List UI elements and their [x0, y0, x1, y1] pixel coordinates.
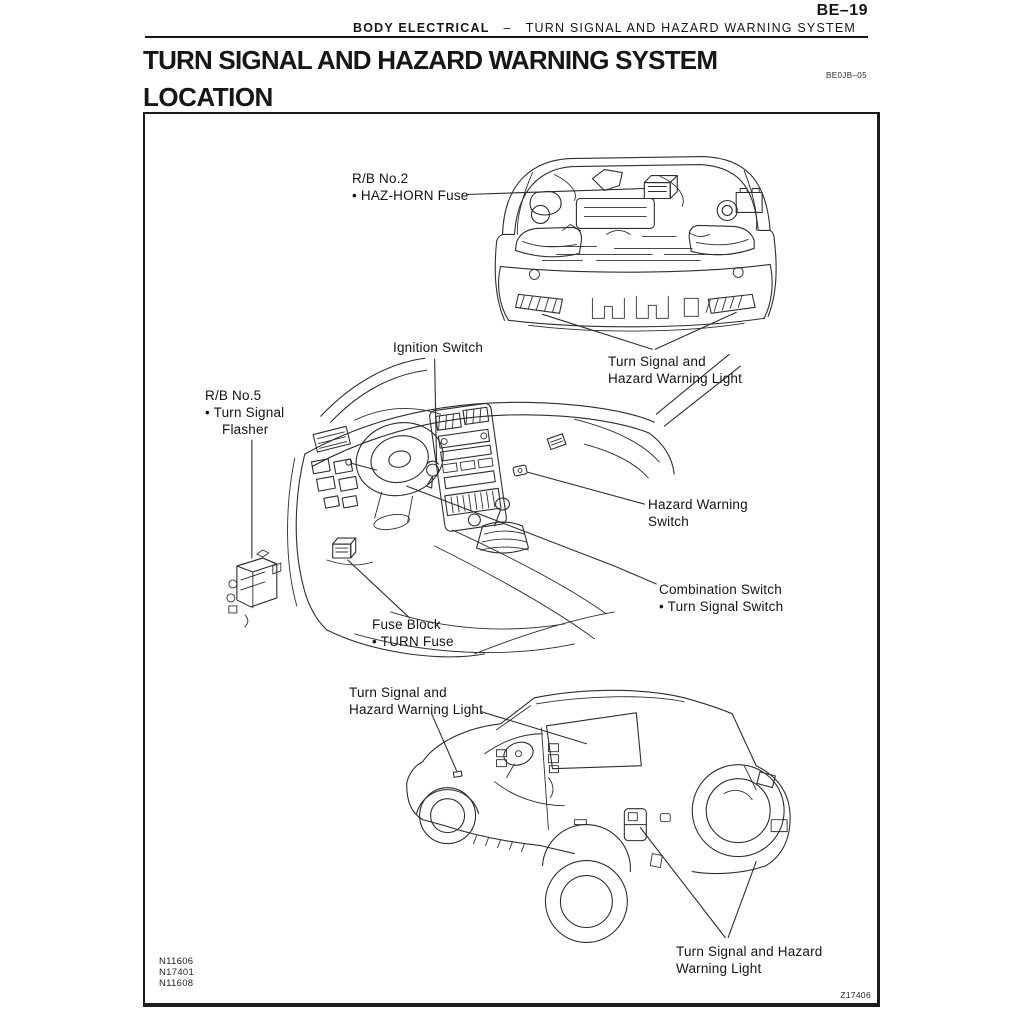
figure-number-2: N17401 [159, 967, 195, 978]
callout-front-turn-signal-light: Turn Signal and Hazard Warning Light [608, 353, 742, 387]
callout-rb-no2: R/B No.2 • HAZ-HORN Fuse [352, 170, 468, 204]
header-rule [145, 36, 868, 38]
side-marker-lamp [452, 770, 463, 778]
passenger-side-vent [546, 433, 567, 451]
leader-fuse-block [347, 559, 411, 619]
callout-rear-light-line2: Warning Light [676, 961, 762, 976]
leader-front-light-left [541, 313, 653, 350]
running-header-section: BODY ELECTRICAL [353, 21, 490, 35]
figure-number-3: N11608 [159, 978, 194, 989]
leader-rear-light-spare [727, 861, 757, 939]
callout-rb-no5-line3: Flasher [222, 422, 269, 437]
callout-fuse-block-line2: • TURN Fuse [372, 634, 454, 649]
leader-lines [251, 187, 757, 939]
cutaway-interior [484, 733, 565, 807]
fuse-block-detail [326, 537, 374, 566]
leader-hazard-switch [526, 471, 645, 505]
hazard-switch-detail [512, 464, 528, 477]
front-turn-signal-lamps [514, 293, 756, 314]
callout-fuse-block-line1: Fuse Block [372, 617, 441, 632]
plate-code: Z17406 [840, 990, 871, 1000]
leader-ignition-switch [434, 358, 438, 465]
leader-front-light-right [654, 311, 737, 350]
callout-ignition-switch-line1: Ignition Switch [393, 340, 484, 355]
leader-combination-switch [406, 485, 657, 585]
page-number: BE–19 [816, 2, 868, 19]
callout-combination-switch-line2: • Turn Signal Switch [659, 599, 784, 614]
callout-rb-no2-line1: R/B No.2 [352, 171, 409, 186]
callout-front-light-line1: Turn Signal and [608, 354, 706, 369]
leader-side-light-marker [431, 713, 458, 772]
driver-side-vent [312, 425, 351, 453]
callout-rb-no5-line1: R/B No.5 [205, 388, 262, 403]
combination-switch-stalk [350, 462, 378, 471]
location-diagram-frame: R/B No.2 • HAZ-HORN Fuse Turn Signal and… [143, 112, 880, 1007]
engine-bay-detail [529, 168, 763, 261]
callout-rb-no5-line2: • Turn Signal [205, 405, 285, 420]
full-vehicle-illustration [406, 689, 791, 944]
callout-rear-light-line1: Turn Signal and Hazard [676, 944, 823, 959]
figure-numbers: N11606 N17401 N11608 [159, 956, 194, 989]
callout-side-light-line1: Turn Signal and [349, 685, 447, 700]
location-diagram-artwork [226, 155, 791, 944]
callout-hazard-warning-switch: Hazard Warning Switch [648, 496, 748, 530]
car-front-illustration [494, 155, 777, 332]
callout-combination-switch-line1: Combination Switch [659, 582, 782, 597]
callout-fuse-block: Fuse Block • TURN Fuse [372, 616, 454, 650]
callout-front-light-line2: Hazard Warning Light [608, 371, 743, 386]
ignition-switch-detail [426, 460, 440, 489]
leader-side-light-cluster [480, 711, 587, 745]
dashboard-illustration [226, 353, 741, 658]
spare-tire [691, 764, 785, 858]
callout-side-light-line2: Hazard Warning Light [349, 702, 484, 717]
callout-rb-no2-line2: • HAZ-HORN Fuse [352, 188, 469, 203]
callout-combination-switch: Combination Switch • Turn Signal Switch [659, 581, 783, 615]
revision-code: BE0JB–05 [825, 71, 867, 80]
rear-combination-lamp [623, 808, 647, 842]
figure-number-1: N11606 [159, 956, 194, 967]
page-title: TURN SIGNAL AND HAZARD WARNING SYSTEM [143, 45, 718, 75]
running-header-separator: – [503, 21, 512, 35]
callout-hazard-switch-line2: Switch [648, 514, 689, 529]
running-header: BODY ELECTRICAL–TURN SIGNAL AND HAZARD W… [353, 21, 856, 35]
callout-ignition-switch: Ignition Switch [393, 339, 483, 356]
rb-no5-relay-block [226, 549, 282, 628]
callout-rear-turn-signal-light: Turn Signal and Hazard Warning Light [676, 943, 822, 977]
callout-rb-no5: R/B No.5 • Turn Signal Flasher [205, 387, 284, 438]
running-header-chapter: TURN SIGNAL AND HAZARD WARNING SYSTEM [525, 21, 856, 35]
section-heading: LOCATION [143, 82, 273, 112]
driver-switch-bank [310, 458, 359, 509]
callout-side-turn-signal-light: Turn Signal and Hazard Warning Light [349, 684, 483, 718]
leader-rb-no2 [466, 187, 645, 196]
callout-hazard-switch-line1: Hazard Warning [648, 497, 748, 512]
gear-shifter [475, 497, 530, 554]
leader-rear-light-lamp [639, 827, 726, 939]
rb-no2-box [643, 174, 678, 200]
